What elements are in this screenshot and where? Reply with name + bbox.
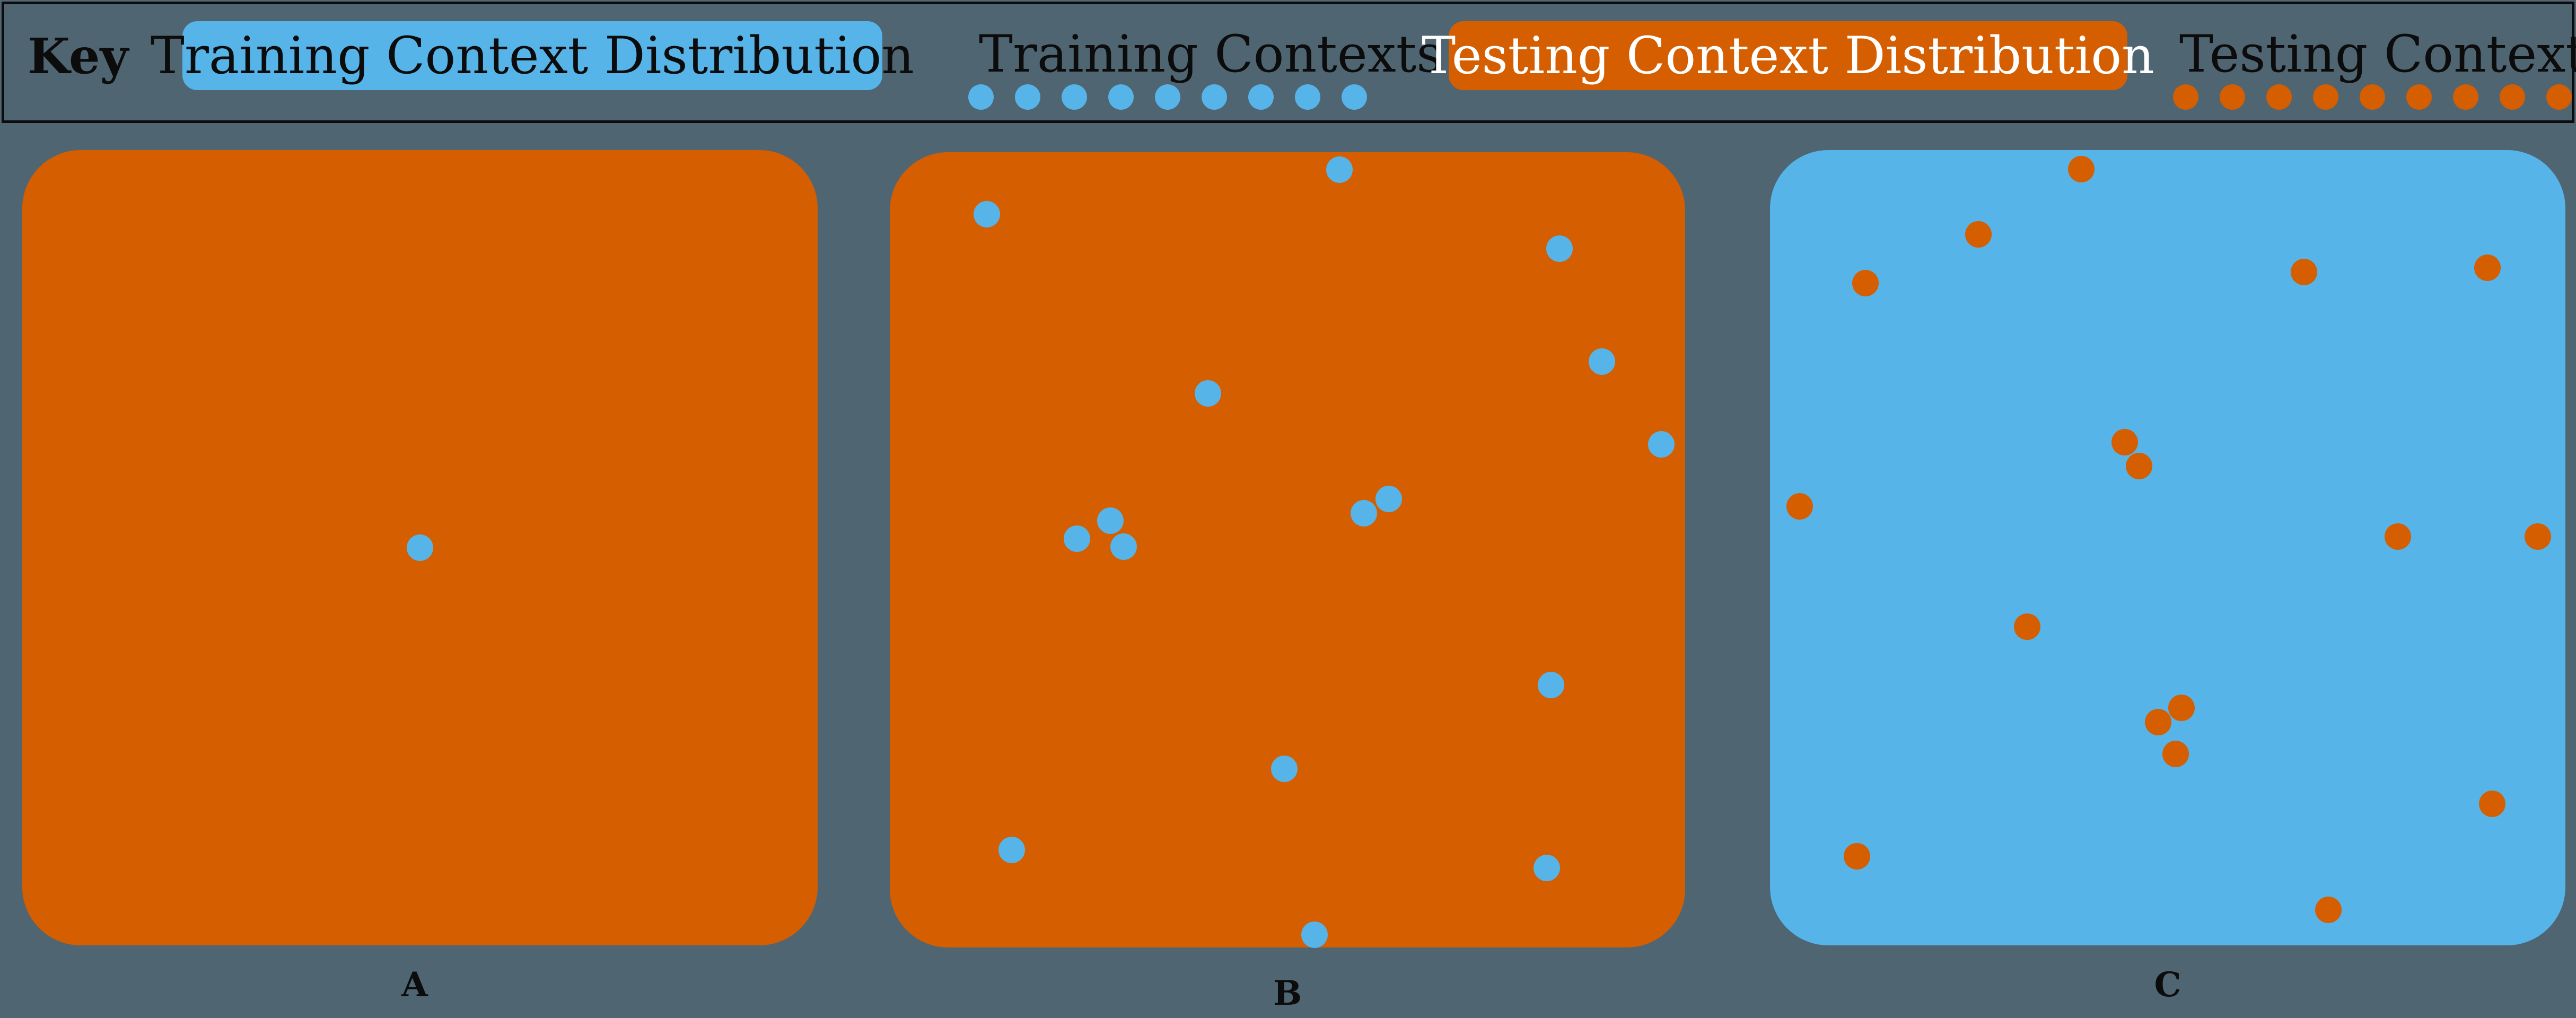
training-context-point <box>998 836 1025 863</box>
testing-context-point <box>1843 843 1870 870</box>
training-context-point <box>1195 380 1221 407</box>
panel-a <box>22 150 818 945</box>
training-context-dot <box>1295 84 1320 110</box>
testing-context-point <box>1852 269 1879 296</box>
training-context-point <box>1351 500 1377 526</box>
training-contexts-label: Training Contexts <box>979 24 1443 84</box>
panel-b-label: B <box>1273 973 1302 1013</box>
training-context-dot <box>1015 84 1040 110</box>
training-context-point <box>407 534 433 561</box>
testing-context-point <box>2126 452 2152 479</box>
training-context-point <box>974 201 1000 227</box>
panel-b <box>890 152 1685 948</box>
testing-context-point <box>2168 694 2195 721</box>
training-context-point <box>1326 156 1353 183</box>
testing-context-dot <box>2173 84 2198 110</box>
training-context-point <box>1648 431 1675 458</box>
testing-distribution-swatch: Testing Context Distribution <box>1422 21 2154 90</box>
testing-context-point <box>2315 896 2342 923</box>
testing-context-point <box>2111 428 2138 455</box>
testing-context-point <box>1965 221 1992 248</box>
testing-context-dot <box>2546 84 2572 110</box>
testing-context-point <box>1786 493 1813 520</box>
key-legend: Key Training Context Distribution Traini… <box>2 2 2576 123</box>
testing-distribution-label: Testing Context Distribution <box>1422 26 2154 85</box>
training-context-point <box>1063 525 1090 552</box>
training-context-point <box>1097 507 1124 534</box>
testing-context-point <box>2384 523 2411 550</box>
testing-context-point <box>2067 156 2095 182</box>
training-context-point <box>1546 235 1573 262</box>
testing-context-dot <box>2453 84 2478 110</box>
panel-a-label: A <box>401 965 428 1005</box>
testing-context-point <box>2524 523 2551 550</box>
key-title: Key <box>28 28 128 85</box>
training-context-point <box>1588 348 1615 375</box>
training-context-dot <box>1108 84 1134 110</box>
testing-context-point <box>2162 740 2189 767</box>
training-context-dot <box>1062 84 1087 110</box>
testing-context-point <box>2479 791 2505 817</box>
testing-contexts-label: Testing Contexts <box>2179 24 2576 84</box>
panel-c-label: C <box>2154 965 2181 1005</box>
training-context-point <box>1271 755 1298 782</box>
training-distribution-swatch: Training Context Distribution <box>151 21 914 90</box>
training-context-point <box>1301 922 1328 948</box>
panel-c <box>1770 150 2565 945</box>
testing-context-point <box>2474 254 2501 281</box>
testing-context-dot <box>2406 84 2432 110</box>
training-context-point <box>1110 533 1137 560</box>
testing-context-point <box>2145 708 2171 735</box>
training-context-point <box>1537 672 1564 698</box>
testing-context-dot <box>2266 84 2292 110</box>
testing-context-dot <box>2313 84 2338 110</box>
training-distribution-label: Training Context Distribution <box>150 26 915 85</box>
training-context-dot <box>968 84 994 110</box>
training-context-point <box>1534 855 1560 881</box>
training-context-dot <box>1202 84 1227 110</box>
testing-context-dot <box>2220 84 2245 110</box>
testing-context-point <box>2013 613 2040 640</box>
training-context-point <box>1375 486 1402 512</box>
training-context-dot <box>1342 84 1367 110</box>
testing-context-dot <box>2500 84 2525 110</box>
testing-context-point <box>2290 258 2317 285</box>
testing-context-dot <box>2360 84 2385 110</box>
training-context-dot <box>1248 84 1274 110</box>
training-context-dot <box>1155 84 1180 110</box>
